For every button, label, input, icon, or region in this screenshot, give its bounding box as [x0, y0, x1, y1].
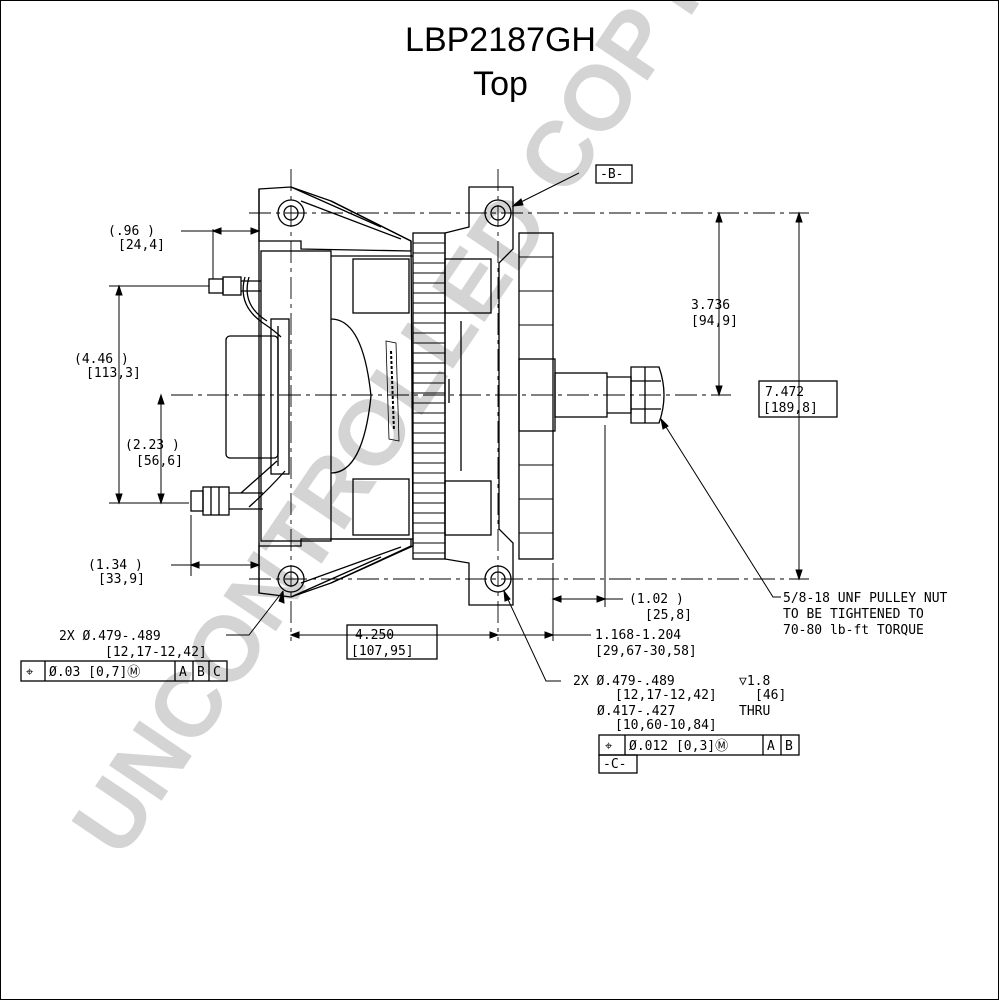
dim-1168-mm: [29,67-30,58] — [595, 644, 697, 659]
hole-left-note-2: [12,17-12,42] — [105, 645, 207, 660]
fcf-right-datum-b: B — [785, 739, 793, 754]
dim-7472: 7.472 — [765, 385, 804, 400]
dim-096-mm: [24,4] — [118, 238, 165, 253]
center-lines — [171, 169, 809, 641]
fcf-left-position-symbol: ⌖ — [26, 665, 34, 680]
pulley-note-line-1: 5/8-18 UNF PULLEY NUT — [783, 591, 948, 606]
basic-dim-7472-box — [758, 380, 838, 418]
datum-c-label: -C- — [603, 757, 626, 772]
dim-3736: 3.736 — [691, 298, 730, 313]
hole-right-depth-mm: [46] — [755, 688, 786, 703]
dim-223-mm: [56,6] — [136, 454, 183, 469]
stator-fins — [413, 242, 445, 554]
datum-b-label: -B- — [600, 167, 623, 182]
dim-223: (2.23 ) — [125, 438, 180, 453]
dim-134-mm: [33,9] — [98, 572, 145, 587]
basic-dim-4250-box — [346, 624, 438, 660]
fcf-left-datum-b: B — [197, 665, 205, 680]
fcf-right-datum-a: A — [767, 739, 775, 754]
fcf-right-position-symbol: ⌖ — [605, 739, 613, 754]
pulley-note-line-3: 70-80 lb-ft TORQUE — [783, 623, 924, 638]
dim-102-mm: [25,8] — [645, 608, 692, 623]
dim-096: (.96 ) — [108, 224, 155, 239]
view-title: Top — [473, 65, 528, 103]
fcf-right-tolerance: Ø.012 [0,3]Ⓜ — [629, 739, 728, 754]
dim-446: (4.46 ) — [74, 352, 129, 367]
dim-7472-mm: [189,8] — [763, 401, 818, 416]
datum-b-box — [595, 164, 633, 184]
dim-4250-mm: [107,95] — [351, 644, 414, 659]
dim-446-mm: [113,3] — [86, 366, 141, 381]
hole-right-depth: ▽1.8 — [739, 674, 770, 689]
dimension-lines — [109, 172, 803, 682]
dim-4250: 4.250 — [355, 628, 394, 643]
hole-left-note-1: 2X Ø.479-.489 — [59, 629, 161, 644]
dimension-text: (.96 ) [24,4] (4.46 ) [113,3] (2.23 ) [5… — [26, 167, 948, 772]
hole-right-note-4: [10,60-10,84] — [615, 718, 717, 733]
part-number-title: LBP2187GH — [405, 21, 596, 59]
fcf-left-datum-c: C — [213, 665, 221, 680]
lower-terminal — [190, 460, 286, 516]
alternator-body — [190, 186, 665, 606]
fcf-left — [20, 660, 228, 682]
fcf-left-tolerance: Ø.03 [0,7]Ⓜ — [49, 665, 140, 680]
pulley-note-line-2: TO BE TIGHTENED TO — [783, 607, 924, 622]
upper-terminal — [208, 276, 282, 338]
fcf-left-datum-a: A — [179, 665, 187, 680]
dim-1168: 1.168-1.204 — [595, 628, 681, 643]
dim-134: (1.34 ) — [88, 558, 143, 573]
hole-right-note-1: 2X Ø.479-.489 — [573, 674, 675, 689]
dim-102: (1.02 ) — [629, 592, 684, 607]
fcf-right — [598, 734, 800, 756]
hole-right-note-3: Ø.417-.427 — [597, 704, 675, 719]
uncontrolled-copy-watermark: UNCONTROLLED COPY — [53, 1, 729, 872]
hole-right-note-2: [12,17-12,42] — [615, 688, 717, 703]
dim-3736-mm: [94,9] — [691, 314, 738, 329]
hole-right-thru: THRU — [739, 704, 770, 719]
